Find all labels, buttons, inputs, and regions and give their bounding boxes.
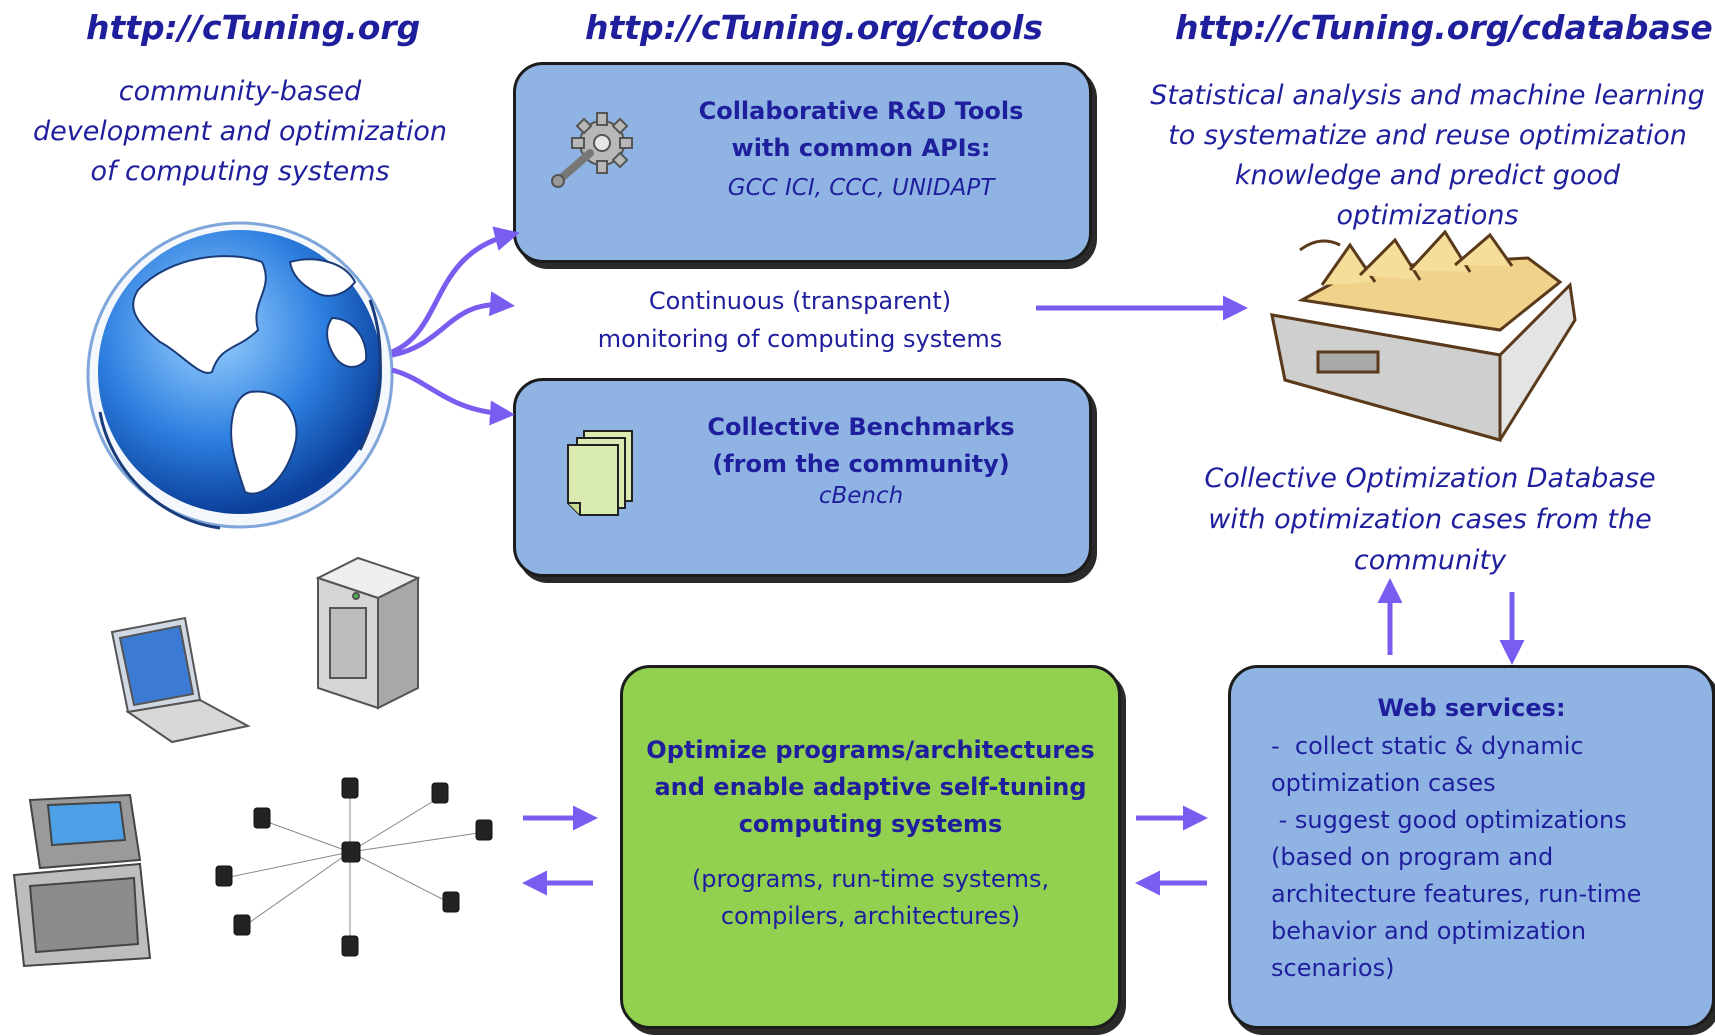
documents-stack-icon <box>567 430 633 516</box>
url-ctools[interactable]: http://cTuning.org/ctools <box>585 8 1043 47</box>
database-caption: Collective Optimization Database with op… <box>1180 458 1680 581</box>
optimize-title-line-3: computing systems <box>738 810 1003 838</box>
pda-device-icon <box>12 793 152 968</box>
database-caption-line-3: community <box>1353 545 1507 576</box>
right-desc-line-1: Statistical analysis and machine learnin… <box>1150 80 1705 111</box>
right-description: Statistical analysis and machine learnin… <box>1140 76 1715 236</box>
web-services-line-6: behavior and optimization <box>1271 917 1587 945</box>
right-desc-line-4: optimizations <box>1336 200 1519 231</box>
tools-title-line-1: Collaborative R&D Tools <box>698 97 1024 125</box>
web-services-line-1: - collect static & dynamic <box>1271 732 1584 760</box>
laptop-icon <box>110 616 251 744</box>
optimize-title-line-1: Optimize programs/architectures <box>646 736 1095 764</box>
left-desc-line-2: development and optimization <box>32 116 448 147</box>
web-services-line-5: architecture features, run-time <box>1271 880 1642 908</box>
web-services-line-7: scenarios) <box>1271 954 1395 982</box>
monitoring-text: Continuous (transparent) monitoring of c… <box>570 282 1030 358</box>
web-services-line-4: (based on program and <box>1271 843 1554 871</box>
left-desc-line-3: of computing systems <box>90 156 390 187</box>
gear-wrench-icon <box>551 112 633 188</box>
url-ctuning[interactable]: http://cTuning.org <box>86 8 421 47</box>
tools-title-line-2: with common APIs: <box>731 134 991 162</box>
benchmarks-title-line-1: Collective Benchmarks <box>707 413 1015 441</box>
globe-icon <box>86 221 394 530</box>
left-desc-line-1: community-based <box>118 76 362 107</box>
benchmarks-title-line-2: (from the community) <box>712 450 1010 478</box>
benchmarks-box: Collective Benchmarks (from the communit… <box>513 378 1092 577</box>
web-services-line-3: - suggest good optimizations <box>1271 806 1627 834</box>
left-description: community-based development and optimiza… <box>10 72 470 192</box>
monitoring-line-1: Continuous (transparent) <box>648 287 952 315</box>
optimize-sub-line-1: (programs, run-time systems, <box>691 865 1050 893</box>
server-tower-icon <box>315 556 421 710</box>
card-file-drawer-icon <box>1270 229 1577 442</box>
benchmarks-subtitle: cBench <box>818 483 904 509</box>
globe-to-monitoring-arrow <box>391 291 515 358</box>
tools-box: Collaborative R&D Tools with common APIs… <box>513 62 1092 263</box>
database-caption-line-1: Collective Optimization Database <box>1204 463 1656 494</box>
url-cdatabase[interactable]: http://cTuning.org/cdatabase <box>1175 8 1713 47</box>
monitoring-line-2: monitoring of computing systems <box>597 325 1003 353</box>
globe-to-tools-arrow <box>391 226 520 355</box>
optimize-title-line-2: and enable adaptive self-tuning <box>654 773 1087 801</box>
web-services-title: Web services: <box>1377 694 1566 722</box>
right-desc-line-3: knowledge and predict good <box>1234 160 1621 191</box>
web-services-line-2: optimization cases <box>1271 769 1496 797</box>
globe-to-benchmarks-arrow <box>391 367 515 426</box>
right-desc-line-2: to systematize and reuse optimization <box>1168 120 1687 151</box>
web-services-box: Web services: - collect static & dynamic… <box>1228 665 1715 1029</box>
database-caption-line-2: with optimization cases from the <box>1208 504 1652 535</box>
optimize-sub-line-2: compilers, architectures) <box>720 902 1021 930</box>
optimize-box: Optimize programs/architectures and enab… <box>620 665 1121 1029</box>
network-nodes-icon <box>215 777 493 957</box>
tools-subtitle: GCC ICI, CCC, UNIDAPT <box>727 175 995 201</box>
